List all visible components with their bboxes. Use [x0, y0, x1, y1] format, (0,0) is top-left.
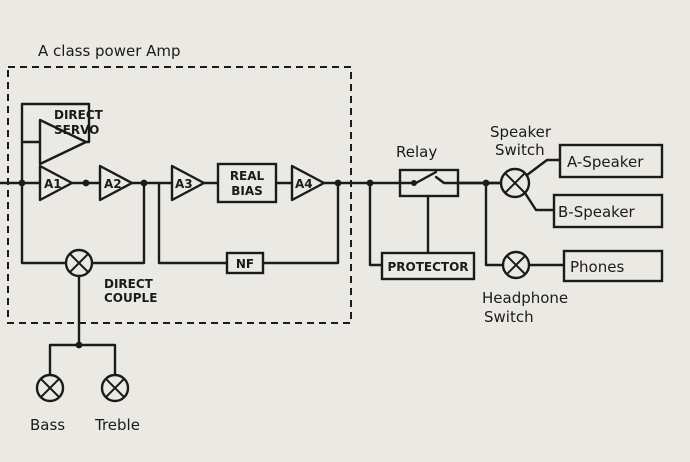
protector-label: PROTECTOR — [387, 260, 468, 274]
junction-dot — [82, 179, 90, 187]
nf-block — [225, 251, 265, 275]
relay-label: Relay — [396, 143, 437, 161]
direct-couple-line — [20, 181, 146, 265]
speaker-switch-label-1: Speaker — [490, 123, 552, 141]
headphone-cross-icon — [506, 255, 526, 275]
junction-dot — [140, 179, 148, 187]
junction-dot — [18, 179, 26, 187]
relay-contact-dot — [411, 180, 417, 186]
nf-feedback-line — [157, 181, 340, 265]
relay-contact-wire — [398, 175, 460, 185]
bass-cross-icon — [40, 378, 60, 398]
a-speaker-block — [558, 143, 664, 179]
a-speaker-label: A-Speaker — [567, 153, 644, 171]
tone-control-line — [48, 274, 117, 377]
phones-label: Phones — [570, 258, 624, 276]
direct-couple-label-2: COUPLE — [104, 291, 157, 305]
amp-a3 — [170, 164, 206, 202]
junction-dot — [75, 341, 83, 349]
junction-dot — [334, 179, 342, 187]
direct-servo-amp — [38, 118, 88, 166]
direct-servo-label-1: DIRECT — [54, 108, 104, 122]
junction-dot — [366, 179, 374, 187]
amp-a1-label: A1 — [44, 177, 62, 191]
amp-title: A class power Amp — [38, 42, 181, 60]
treble-label: Treble — [94, 416, 140, 434]
b-speaker-block — [552, 193, 664, 229]
speaker-switch-cross-icon — [504, 172, 526, 194]
amp-a1 — [38, 164, 74, 202]
amp-a3-label: A3 — [175, 177, 193, 191]
amp-a2 — [98, 164, 134, 202]
treble-cross-icon — [105, 378, 125, 398]
direct-couple-cross-icon — [69, 253, 89, 273]
direct-servo-label-2: SERVO — [54, 123, 99, 137]
amp-a4 — [290, 164, 326, 202]
speaker-switch-label-2: Switch — [495, 141, 545, 159]
protector-block — [380, 251, 476, 281]
real-bias-label-1: REAL — [230, 169, 265, 183]
headphone-wire — [484, 181, 566, 267]
direct-couple-label-1: DIRECT — [104, 277, 154, 291]
headphone-switch-label-1: Headphone — [482, 289, 568, 307]
amp-a4-label: A4 — [295, 177, 313, 191]
real-bias-label-2: BIAS — [231, 184, 263, 198]
b-speaker-label: B-Speaker — [558, 203, 636, 221]
bass-label: Bass — [30, 416, 65, 434]
nf-label: NF — [236, 257, 254, 271]
phones-block — [562, 249, 664, 283]
real-bias-block — [216, 162, 278, 204]
headphone-switch-label-2: Switch — [484, 308, 534, 326]
relay-switch-icon — [414, 170, 438, 185]
amp-a2-label: A2 — [104, 177, 122, 191]
junction-dot — [482, 179, 490, 187]
protector-wire — [368, 181, 430, 267]
power-amp-enclosure — [7, 66, 352, 324]
